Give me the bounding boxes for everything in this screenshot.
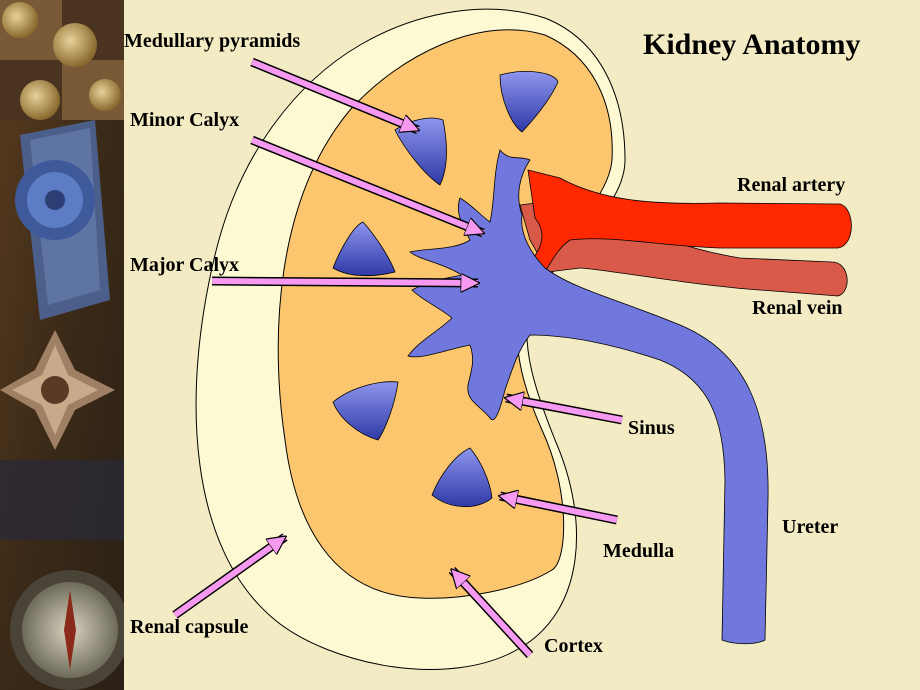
compass-icon bbox=[10, 570, 124, 690]
label-major-calyx: Major Calyx bbox=[130, 254, 240, 276]
label-medulla: Medulla bbox=[603, 540, 675, 562]
pyramid-shape bbox=[394, 117, 447, 186]
label-cortex: Cortex bbox=[544, 635, 603, 657]
label-renal-capsule: Renal capsule bbox=[130, 616, 249, 638]
label-renal-artery: Renal artery bbox=[737, 174, 846, 196]
renal-pelvis-ureter-shape bbox=[407, 149, 769, 645]
pyramid-shape bbox=[431, 447, 493, 508]
label-medullary-pyramids: Medullary pyramids bbox=[124, 30, 301, 52]
coin-icon bbox=[20, 80, 60, 120]
cross-medal-icon bbox=[0, 330, 115, 450]
coin-icon bbox=[89, 79, 121, 111]
label-renal-vein: Renal vein bbox=[752, 297, 843, 319]
decorative-photo-strip bbox=[0, 0, 124, 690]
pyramid-shape bbox=[332, 381, 399, 441]
pointer-arrows bbox=[172, 57, 623, 659]
label-ureter: Ureter bbox=[782, 516, 839, 538]
pyramid-shape bbox=[332, 221, 396, 277]
pyramid-shape bbox=[499, 71, 559, 133]
label-minor-calyx: Minor Calyx bbox=[130, 109, 240, 131]
coin-icon bbox=[53, 23, 97, 67]
diagram-title: Kidney Anatomy bbox=[643, 28, 861, 61]
coin-icon bbox=[2, 2, 38, 38]
label-sinus: Sinus bbox=[628, 417, 675, 439]
